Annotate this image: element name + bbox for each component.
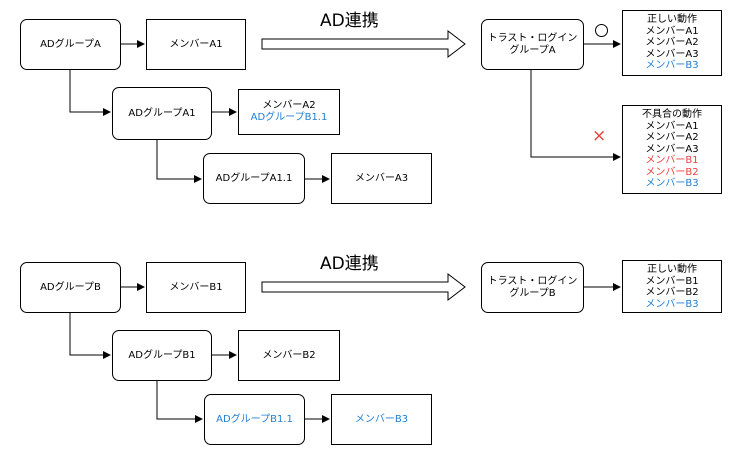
member-a2-box: メンバーA2 ADグループB1.1: [238, 89, 340, 135]
bug-behavior-box: 不具合の動作 メンバーA1 メンバーA2 メンバーA3 メンバーB1 メンバーB…: [622, 105, 722, 194]
ok-mark: [595, 24, 608, 37]
correct-behavior-title: 正しい動作: [647, 14, 697, 25]
ad-group-a: ADグループA: [20, 19, 121, 70]
list-item: メンバーB3: [645, 298, 699, 310]
list-item: メンバーA2: [645, 37, 699, 48]
ad-group-b1-1-ref: ADグループB1.1: [250, 112, 328, 123]
list-item: メンバーB1: [645, 275, 699, 287]
list-item: メンバーB1: [645, 155, 699, 166]
sync-arrow: [261, 272, 466, 302]
bug-behavior-title: 不具合の動作: [642, 109, 702, 120]
list-item: メンバーA1: [645, 120, 699, 132]
connector: [69, 313, 111, 359]
trust-login-group-b: トラスト・ログイン グループB: [481, 262, 584, 313]
ad-sync-label: AD連携: [320, 11, 379, 31]
list-item: メンバーA2: [645, 132, 699, 143]
list-item: メンバーB3: [645, 60, 699, 71]
sync-arrow: [261, 29, 466, 59]
ad-group-a1: ADグループA1: [112, 87, 212, 140]
list-item: メンバーB2: [645, 166, 699, 178]
member-a1-box: メンバーA1: [146, 19, 246, 70]
member-a3-box: メンバーA3: [331, 153, 432, 204]
list-item: メンバーB3: [645, 178, 699, 189]
ad-group-b1: ADグループB1: [112, 330, 212, 381]
member-b1-box: メンバーB1: [146, 262, 246, 313]
ad-group-a1-1: ADグループA1.1: [203, 153, 305, 204]
correct-behavior-title: 正しい動作: [647, 264, 697, 275]
ng-mark: ×: [592, 126, 607, 146]
member-a2: メンバーA2: [262, 100, 316, 111]
member-b3-box: メンバーB3: [331, 394, 432, 445]
list-item: メンバーB2: [645, 287, 699, 298]
member-b2-box: メンバーB2: [238, 330, 340, 381]
ad-sync-label: AD連携: [320, 254, 379, 274]
list-item: メンバーA3: [645, 48, 699, 60]
list-item: メンバーA3: [645, 143, 699, 155]
connector: [530, 70, 621, 161]
connector: [156, 140, 202, 183]
connector: [156, 381, 203, 423]
ad-group-b1-1: ADグループB1.1: [204, 394, 305, 445]
trust-login-group-a: トラスト・ログイン グループA: [481, 19, 584, 70]
connector: [69, 70, 111, 116]
correct-behavior-box: 正しい動作 メンバーB1 メンバーB2 メンバーB3: [622, 260, 722, 313]
list-item: メンバーA1: [645, 25, 699, 37]
correct-behavior-box: 正しい動作 メンバーA1 メンバーA2 メンバーA3 メンバーB3: [622, 10, 722, 76]
ad-group-b: ADグループB: [20, 262, 121, 313]
